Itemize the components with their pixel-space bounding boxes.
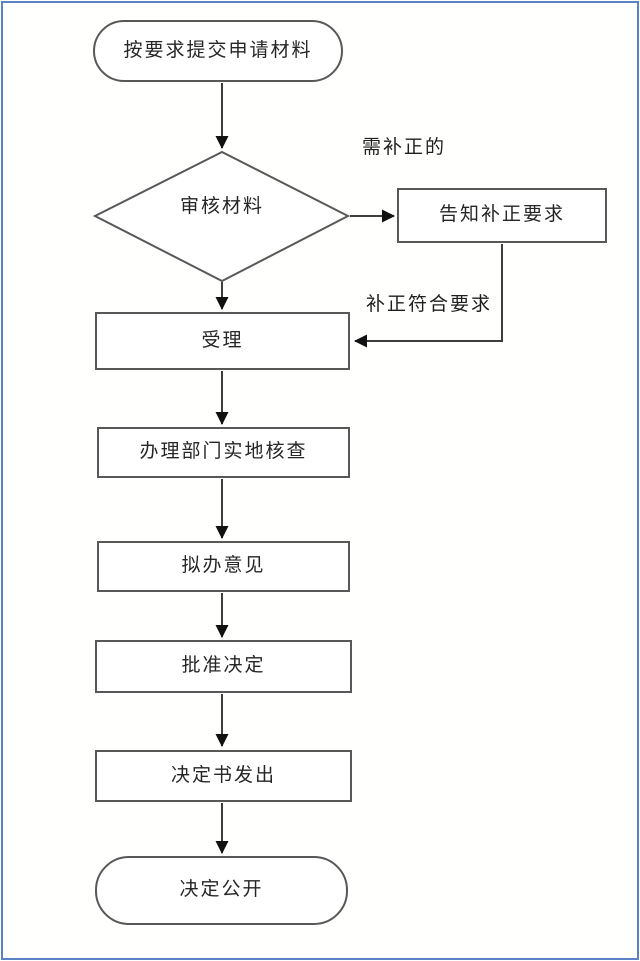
node-accept-label: 受理 [201,329,244,351]
node-approve-process: 批准决定 [95,640,352,693]
node-start-terminator: 按要求提交申请材料 [93,20,343,82]
node-end-label: 决定公开 [179,879,264,901]
node-opinion-process: 拟办意见 [97,541,350,592]
edge-label-need-correction: 需补正的 [362,137,447,158]
node-end-terminator: 决定公开 [95,856,348,925]
node-opinion-label: 拟办意见 [181,555,266,577]
node-sitecheck-process: 办理部门实地核查 [97,427,350,478]
node-review-decision: 审核材料 [95,190,349,218]
node-accept-process: 受理 [95,312,350,370]
node-review-label: 审核材料 [179,195,264,217]
node-sitecheck-label: 办理部门实地核查 [139,441,308,463]
node-issue-label: 决定书发出 [170,764,276,786]
node-notify-label: 告知补正要求 [438,204,565,226]
node-approve-label: 批准决定 [181,655,266,677]
node-start-label: 按要求提交申请材料 [123,39,313,61]
edge-label-correction-ok: 补正符合要求 [366,294,493,315]
node-notify-process: 告知补正要求 [397,188,607,243]
node-issue-process: 决定书发出 [95,750,352,802]
